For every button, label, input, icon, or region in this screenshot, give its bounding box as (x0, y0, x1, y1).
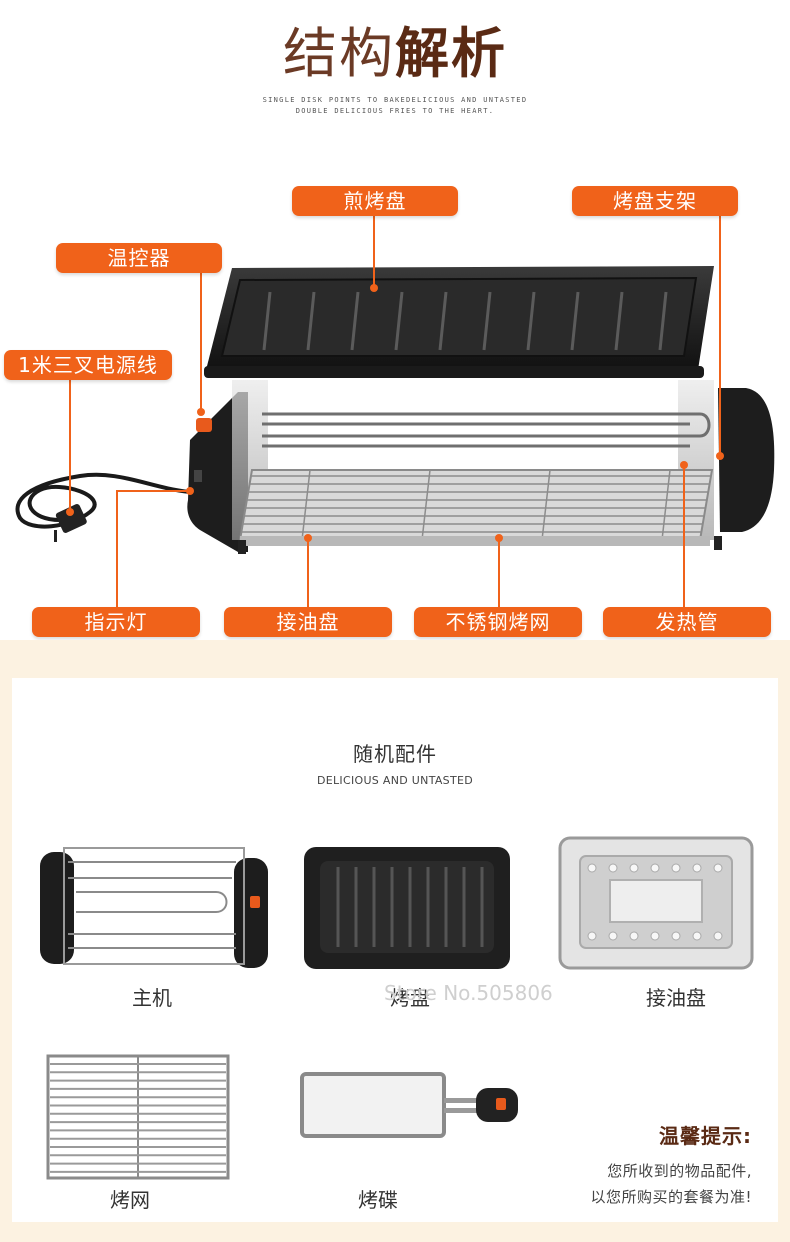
baking-pan-image (304, 847, 510, 969)
label-heating-tube: 发热管 (603, 607, 771, 637)
label-thermostat: 温控器 (56, 243, 222, 273)
caption-oil-tray: 接油盘 (646, 986, 706, 1010)
caption-baking-pan: 烤盘 (390, 986, 430, 1010)
leader-dot-thermostat (197, 408, 205, 416)
label-pan-bracket: 烤盘支架 (572, 186, 738, 216)
tip-title: 温馨提示: (659, 1124, 752, 1148)
leader-dot-bracket (716, 452, 724, 460)
leader-line-bracket (719, 216, 721, 454)
grill-dish-image (300, 1072, 518, 1138)
page-title: 结构解析 (0, 22, 790, 86)
caption-grill-net: 烤网 (110, 1188, 150, 1212)
accessories-subtitle: DELICIOUS AND UNTASTED (316, 774, 474, 787)
label-drip-tray: 接油盘 (224, 607, 392, 637)
leader-dot-griddle (370, 284, 378, 292)
label-indicator-light: 指示灯 (32, 607, 200, 637)
leader-line-thermostat (200, 273, 202, 411)
leader-line-indicator-v (116, 490, 118, 608)
oil-tray-image (558, 836, 754, 970)
tip-line-1: 您所收到的物品配件, (607, 1162, 752, 1180)
caption-grill-dish: 烤碟 (358, 1188, 398, 1212)
label-griddle-pan: 煎烤盘 (292, 186, 458, 216)
title-bold: 解析 (395, 22, 507, 85)
subtitle-line-2: DOUBLE DELICIOUS FRIES TO THE HEART. (295, 107, 495, 115)
store-watermark: Store No.505806 (384, 981, 553, 1005)
main-unit-image (40, 847, 268, 968)
grill-net-image (46, 1054, 230, 1180)
title-light: 结构 (283, 22, 395, 85)
leader-dot-drip (304, 534, 312, 542)
leader-dot-net (495, 534, 503, 542)
leader-line-griddle (373, 216, 375, 286)
label-steel-grill-net: 不锈钢烤网 (414, 607, 582, 637)
leader-line-heater (683, 464, 685, 608)
leader-line-drip (307, 538, 309, 608)
grill-structure-illustration (15, 266, 775, 554)
leader-dot-cord (66, 508, 74, 516)
leader-line-cord (69, 380, 71, 510)
label-power-cord: 1米三叉电源线 (4, 350, 172, 380)
accessories-title: 随机配件 (353, 742, 437, 766)
caption-main-unit: 主机 (132, 986, 172, 1010)
leader-line-indicator-h (116, 490, 190, 492)
subtitle-line-1: SINGLE DISK POINTS TO BAKEDELICIOUS AND … (262, 96, 528, 104)
leader-dot-heater (680, 461, 688, 469)
tip-line-2: 以您所购买的套餐为准! (590, 1188, 752, 1206)
leader-line-net (498, 538, 500, 608)
leader-dot-indicator (186, 487, 194, 495)
